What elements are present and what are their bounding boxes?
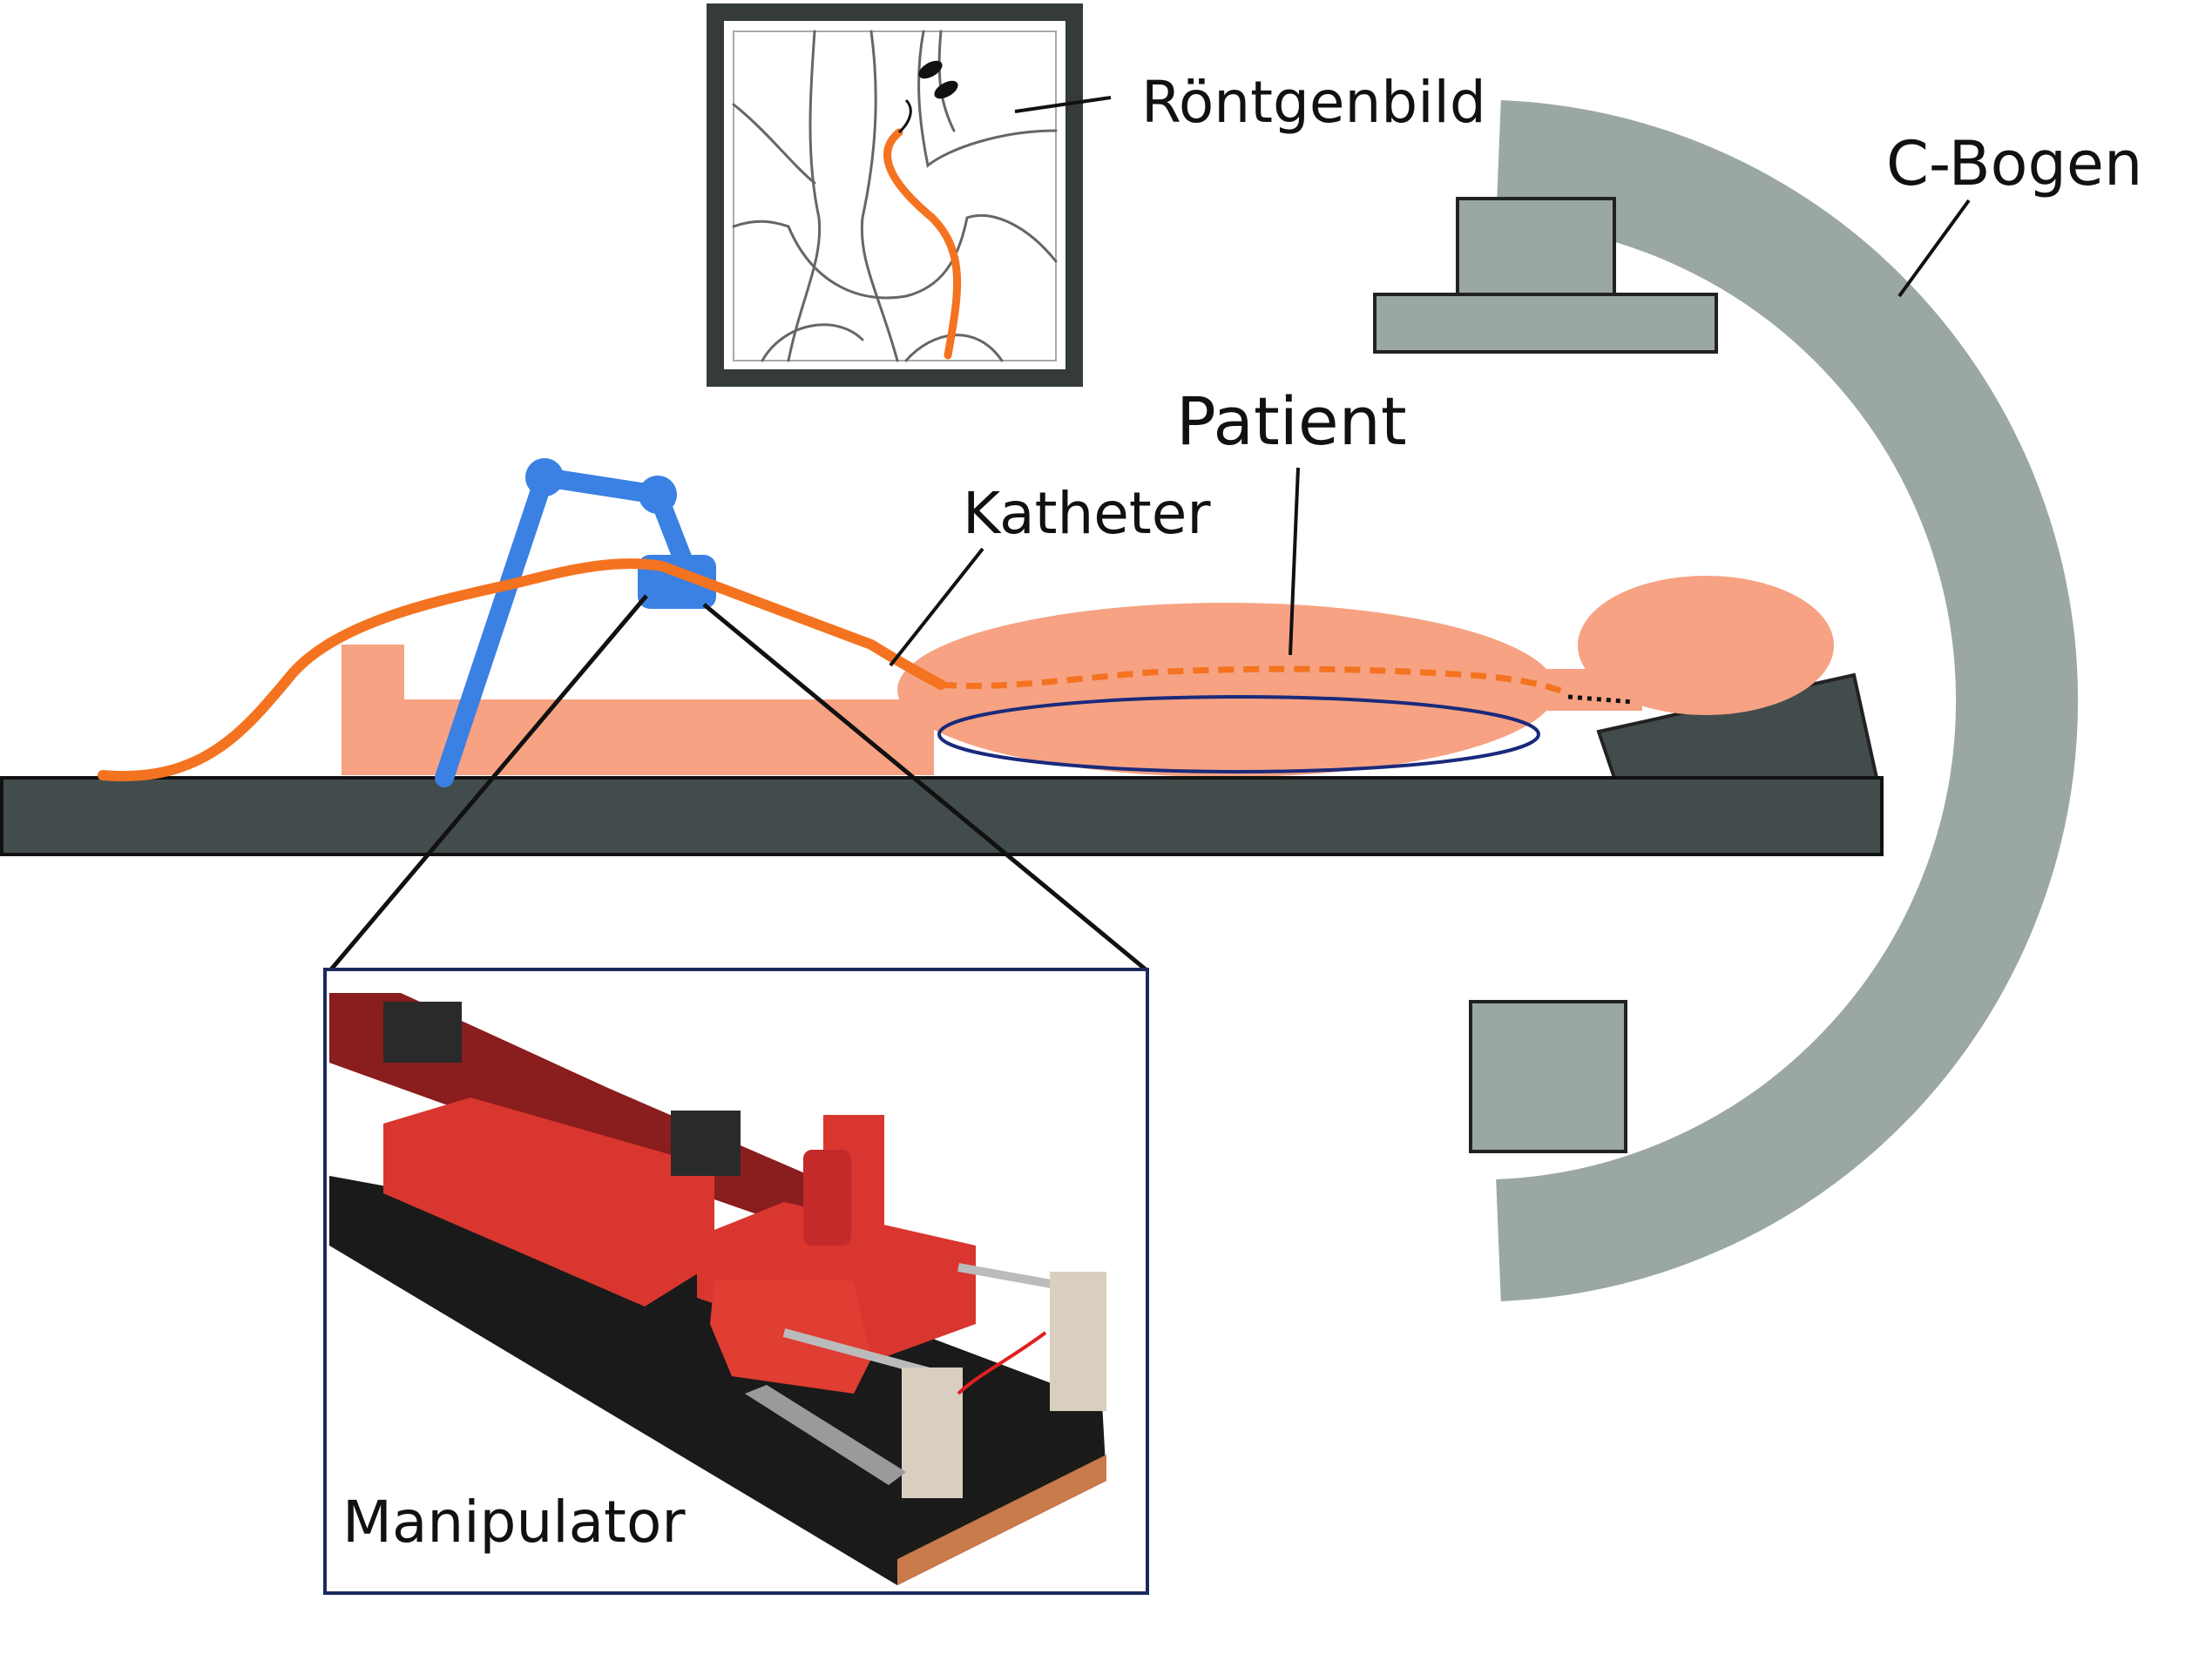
manipulator-device	[329, 993, 1106, 1585]
manipulator-rail	[329, 993, 871, 1254]
manipulator-bracket-right	[1050, 1272, 1106, 1411]
manipulator-bracket-front	[902, 1367, 963, 1498]
manipulator-knob	[803, 1150, 851, 1246]
catheter-tip	[1567, 694, 1634, 705]
leader-catheter	[889, 547, 984, 667]
patient-table	[0, 776, 1884, 856]
catheter-external	[98, 558, 946, 782]
c-arm-arc	[1496, 100, 2079, 1301]
manipulator-inset: Manipulator	[323, 594, 1149, 1595]
robot-arm-joint-2	[639, 476, 677, 514]
xray-marker-1	[918, 60, 943, 79]
xray-marker-2	[934, 80, 958, 99]
manipulator-catheter-wire	[957, 1331, 1047, 1395]
manipulator-gear-rack	[745, 1385, 906, 1485]
c-arm	[1373, 100, 2079, 1301]
patient-label: Patient	[1176, 382, 1407, 460]
manipulator-body-main	[383, 1097, 714, 1307]
leader-patient	[1289, 467, 1300, 656]
c-arm-xray-source	[1469, 1000, 1627, 1153]
leader-c-arm	[1897, 199, 1971, 298]
c-arm-label: C-Bogen	[1886, 128, 2142, 199]
robot-arm-links	[435, 468, 693, 787]
xray-guidewire	[897, 98, 912, 134]
manipulator-base-edge	[897, 1455, 1106, 1585]
c-arm-detector-plate	[1373, 293, 1718, 354]
manipulator-motor-rear	[383, 1002, 462, 1063]
manipulator-motor-mid	[671, 1111, 741, 1176]
xray-label: Röntgenbild	[1141, 69, 1486, 136]
zoom-line-right	[702, 603, 1147, 971]
c-arm-detector	[1456, 197, 1616, 298]
robot-arm-joint-1	[525, 458, 564, 496]
manipulator-label: Manipulator	[342, 1489, 686, 1556]
patient-torso	[897, 603, 1556, 777]
leader-xray	[1014, 96, 1112, 113]
xray-canvas	[724, 21, 1065, 369]
zoom-line-left	[329, 594, 648, 971]
xray-image	[707, 3, 1083, 387]
xray-catheter	[883, 128, 962, 360]
patient-head	[1578, 576, 1834, 715]
catheter-internal	[940, 665, 1570, 697]
organ-outline	[937, 695, 1540, 773]
catheter-label: Katheter	[963, 480, 1211, 547]
patient-legs	[342, 699, 934, 775]
